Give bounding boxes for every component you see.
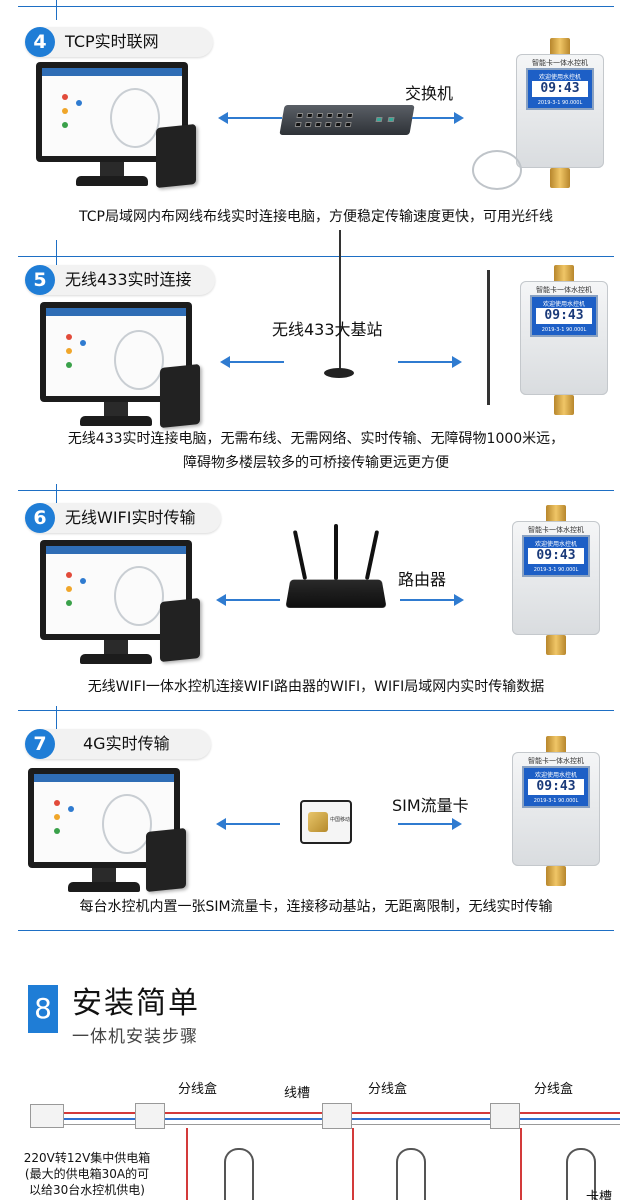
- section-8-subtitle: 一体机安装步骤: [72, 1027, 198, 1047]
- label-trunking: 线槽: [284, 1086, 311, 1101]
- label-card-slot: 卡槽: [586, 1190, 613, 1200]
- section-7-middle-label: SIM流量卡: [392, 796, 469, 815]
- section-6-router-antenna-3: [364, 530, 380, 580]
- section-6-router-antenna-2: [334, 524, 338, 580]
- section-6-title: 无线WIFI实时传输: [65, 508, 196, 527]
- section-5-number: 5: [25, 265, 55, 295]
- section-4-card-reader: [156, 123, 196, 189]
- section-6-card-reader: [160, 597, 200, 663]
- section-8-number: 8: [28, 985, 58, 1033]
- section-5-cable: [114, 330, 164, 390]
- section-6-7-connector: [56, 706, 57, 730]
- section-4-arrow-left: [218, 112, 282, 124]
- section-5-base-station: [324, 368, 354, 378]
- section-5-6-connector: [56, 484, 57, 506]
- section-6-arrow-right: [400, 594, 464, 606]
- section-7-arrow-right: [398, 818, 462, 830]
- section-6-divider: [18, 710, 614, 711]
- section-4-middle-label: 交换机: [405, 84, 454, 103]
- section-6-middle-label: 路由器: [398, 570, 447, 589]
- section-6-router: [285, 579, 387, 608]
- section-4-network-cable: [472, 150, 522, 190]
- section-4-arrow-right: [412, 112, 464, 124]
- drop-wire-1: [186, 1128, 188, 1200]
- section-5-device-antenna: [487, 270, 490, 405]
- section-5-middle-label: 无线433大基站: [272, 320, 383, 339]
- section-8-title: 安装简单: [72, 986, 200, 1021]
- section-7-cable: [102, 794, 152, 854]
- drop-wire-2: [352, 1128, 354, 1200]
- section-6-description: 无线WIFI一体水控机连接WIFI路由器的WIFI，WIFI局域网内实时传输数据: [87, 679, 545, 695]
- section-5-water-controller: 智能卡一体水控机 欢迎使用水控机 09:43 2019-3-1 90.000L: [516, 265, 612, 415]
- junction-box-3: [490, 1103, 520, 1129]
- section-7-title: 4G实时传输: [83, 734, 170, 753]
- section-4-divider: [18, 256, 614, 257]
- drop-wire-3: [520, 1128, 522, 1200]
- section-5-divider: [18, 490, 614, 491]
- section-7-number: 7: [25, 729, 55, 759]
- faucet-3: [566, 1148, 596, 1200]
- section-6-router-antenna-1: [292, 530, 308, 580]
- psu-line1: 220V转12V集中供电箱: [23, 1151, 151, 1165]
- section-6-number: 6: [25, 503, 55, 533]
- section-5-pill: 5 无线433实时连接: [25, 265, 215, 295]
- top-divider: [18, 6, 614, 7]
- section-7-sim-card: 中国移动: [300, 800, 352, 844]
- section-6-arrow-left: [216, 594, 280, 606]
- section-7-arrow-left: [216, 818, 280, 830]
- faucet-2: [396, 1148, 426, 1200]
- psu-description: 220V转12V集中供电箱 (最大的供电箱30A的可 以给30台水控机供电): [2, 1150, 172, 1198]
- label-junction-box-3: 分线盒: [534, 1082, 574, 1097]
- section-4-switch: [279, 105, 415, 135]
- junction-box-1: [135, 1103, 165, 1129]
- section-4-number: 4: [25, 27, 55, 57]
- psu-line3: 以给30台水控机供电): [29, 1183, 145, 1197]
- label-junction-box-1: 分线盒: [178, 1082, 218, 1097]
- section-7-divider: [18, 930, 614, 931]
- psu-line2: (最大的供电箱30A的可: [24, 1167, 150, 1181]
- label-junction-box-2: 分线盒: [368, 1082, 408, 1097]
- section-6-cable: [114, 566, 164, 626]
- section-4-water-controller: 智能卡一体水控机 欢迎使用水控机 09:43 2019-3-1 90.000L: [512, 38, 608, 188]
- sim-brand: 中国移动: [330, 817, 351, 823]
- section-5-arrow-left: [220, 356, 284, 368]
- section-6-pill: 6 无线WIFI实时传输: [25, 503, 221, 533]
- section-4-pill: 4 TCP实时联网: [25, 27, 213, 57]
- psu-box: [30, 1104, 64, 1128]
- section-5-description-line1: 无线433实时连接电脑，无需布线、无需网络、实时传输、无障碍物1000米远，: [67, 431, 565, 447]
- section-7-pill: 7 4G实时传输: [25, 729, 211, 759]
- faucet-1: [224, 1148, 254, 1200]
- section-5-base-station-antenna: [339, 230, 341, 370]
- section-5-card-reader: [160, 363, 200, 429]
- section-7-card-reader: [146, 827, 186, 893]
- section-4-description: TCP局域网内布网线布线实时连接电脑，方便稳定传输速度更快，可用光纤线: [79, 209, 553, 225]
- section-6-water-controller: 智能卡一体水控机 欢迎使用水控机 09:43 2019-3-1 90.000L: [508, 505, 604, 655]
- section-7-water-controller: 智能卡一体水控机 欢迎使用水控机 09:43 2019-3-1 90.000L: [508, 736, 604, 886]
- section-5-title: 无线433实时连接: [65, 270, 192, 289]
- junction-box-2: [322, 1103, 352, 1129]
- section-5-arrow-right: [398, 356, 462, 368]
- top-connector: [56, 0, 57, 20]
- section-5-description-line2: 障碍物多楼层较多的可桥接传输更远更方便: [183, 455, 449, 471]
- section-4-title: TCP实时联网: [65, 32, 159, 51]
- section-7-description: 每台水控机内置一张SIM流量卡，连接移动基站，无距离限制，无线实时传输: [79, 899, 553, 915]
- section-4-cable: [110, 88, 160, 148]
